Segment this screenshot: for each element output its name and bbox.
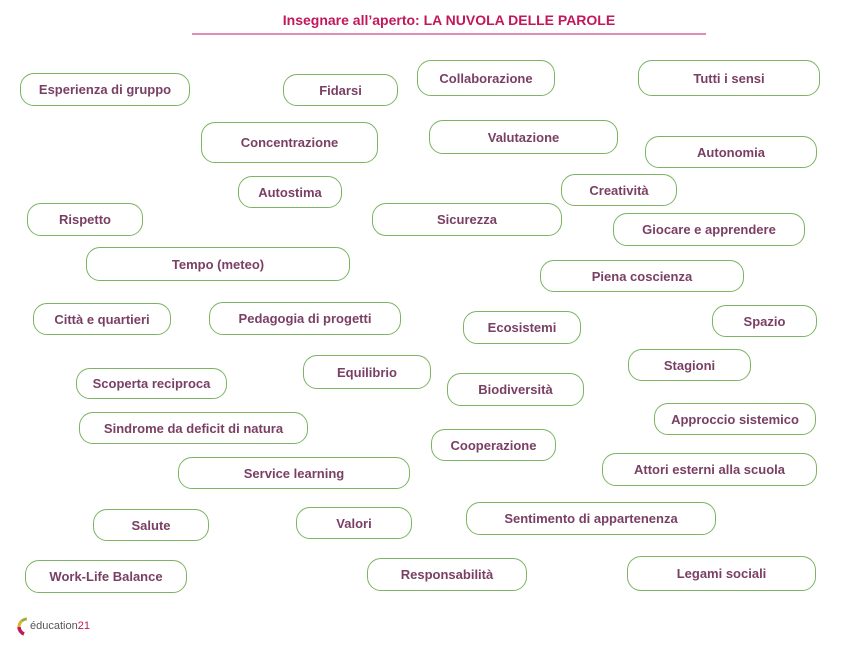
word-pill: Giocare e apprendere bbox=[613, 213, 805, 246]
word-pill: Collaborazione bbox=[417, 60, 555, 96]
logo-arc-icon bbox=[17, 617, 28, 636]
word-pill: Approccio sistemico bbox=[654, 403, 816, 435]
word-pill: Creatività bbox=[561, 174, 677, 206]
word-pill: Valori bbox=[296, 507, 412, 539]
word-pill: Sindrome da deficit di natura bbox=[79, 412, 308, 444]
word-pill: Tutti i sensi bbox=[638, 60, 820, 96]
word-pill: Fidarsi bbox=[283, 74, 398, 106]
word-pill: Valutazione bbox=[429, 120, 618, 154]
word-pill: Piena coscienza bbox=[540, 260, 744, 292]
word-pill: Cooperazione bbox=[431, 429, 556, 461]
word-pill: Sentimento di appartenenza bbox=[466, 502, 716, 535]
word-pill: Service learning bbox=[178, 457, 410, 489]
word-pill: Salute bbox=[93, 509, 209, 541]
word-pill: Città e quartieri bbox=[33, 303, 171, 335]
word-pill: Attori esterni alla scuola bbox=[602, 453, 817, 486]
word-pill: Biodiversità bbox=[447, 373, 584, 406]
title-divider bbox=[192, 33, 706, 35]
word-pill: Esperienza di gruppo bbox=[20, 73, 190, 106]
word-pill: Stagioni bbox=[628, 349, 751, 381]
word-pill: Tempo (meteo) bbox=[86, 247, 350, 281]
word-pill: Pedagogia di progetti bbox=[209, 302, 401, 335]
word-pill: Scoperta reciproca bbox=[76, 368, 227, 399]
word-pill: Sicurezza bbox=[372, 203, 562, 236]
word-pill: Ecosistemi bbox=[463, 311, 581, 344]
word-pill: Equilibrio bbox=[303, 355, 431, 389]
logo-number: 21 bbox=[77, 620, 90, 632]
page-title: Insegnare all’aperto: LA NUVOLA DELLE PA… bbox=[282, 12, 616, 28]
word-pill: Rispetto bbox=[27, 203, 143, 236]
word-pill: Spazio bbox=[712, 305, 817, 337]
word-pill: Autonomia bbox=[645, 136, 817, 168]
word-pill: Autostima bbox=[238, 176, 342, 208]
word-pill: Legami sociali bbox=[627, 556, 816, 591]
word-pill: Work-Life Balance bbox=[25, 560, 187, 593]
word-pill: Concentrazione bbox=[201, 122, 378, 163]
word-pill: Responsabilità bbox=[367, 558, 527, 591]
logo-text: éducation bbox=[30, 620, 78, 632]
